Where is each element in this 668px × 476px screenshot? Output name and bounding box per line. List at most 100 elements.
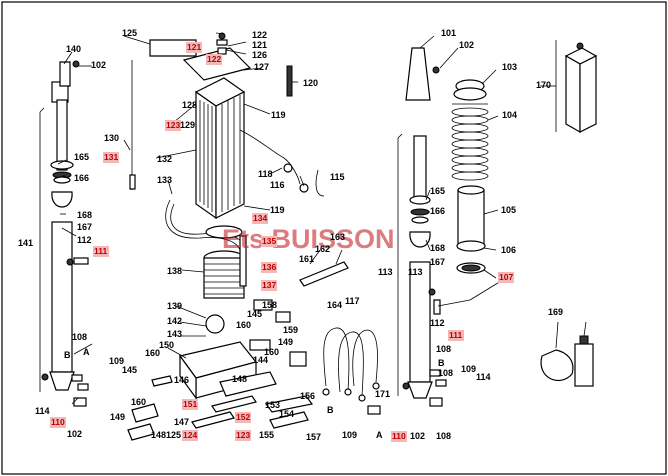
reservoir-reference: [565, 54, 581, 134]
callout-highlight: [448, 330, 464, 341]
part-callout: 160: [264, 347, 279, 357]
callout-highlight: [252, 213, 268, 224]
callout-highlight: [235, 412, 251, 423]
part-callout: 163: [330, 232, 345, 242]
part-callout: 104: [502, 110, 517, 120]
right-leg-assembly: [397, 47, 489, 407]
callout-highlight: [103, 152, 119, 163]
part-callout: 119: [270, 205, 285, 215]
part-callout: 139: [167, 301, 182, 311]
part-callout: 105: [501, 205, 516, 215]
part-callout: 112: [430, 318, 445, 328]
callout-highlight: [235, 430, 251, 441]
center-pump-assembly: [127, 32, 381, 441]
part-callout: 122: [207, 54, 221, 64]
part-callout: 166: [74, 173, 89, 183]
part-callout: 108: [436, 431, 451, 441]
part-callout: 152: [236, 412, 250, 422]
part-callout: 145: [247, 309, 262, 319]
part-callout: 156: [300, 391, 315, 401]
part-callout: 127: [254, 62, 269, 72]
part-callout: 164: [327, 300, 342, 310]
part-callout: 114: [476, 372, 491, 382]
part-callout: 110: [51, 417, 65, 427]
part-callout: 135: [262, 236, 276, 246]
part-callout: 140: [66, 44, 81, 54]
part-callout: 121: [252, 40, 267, 50]
pressure-regulator: [205, 314, 225, 334]
part-callout: B: [438, 358, 445, 368]
callout-highlight: [261, 280, 277, 291]
oil-bottle: [574, 343, 594, 387]
part-callout: B: [64, 350, 71, 360]
part-callout: 124: [183, 430, 197, 440]
right-leg-cylinder: [457, 189, 485, 245]
part-callout: 131: [104, 152, 118, 162]
part-callout: 137: [262, 280, 276, 290]
part-callout: 125: [122, 28, 137, 38]
pump-motor: [203, 257, 245, 299]
part-callout: 166: [430, 206, 445, 216]
callout-highlight: [498, 272, 514, 283]
part-callout: 102: [459, 40, 474, 50]
part-callout: 162: [315, 244, 330, 254]
part-callout: 112: [77, 235, 92, 245]
part-callout: 109: [109, 356, 124, 366]
part-callout: 165: [430, 186, 445, 196]
left-leg-assembly: [39, 60, 89, 407]
part-callout: 160: [131, 397, 146, 407]
part-callout: 147: [174, 417, 189, 427]
part-callout: 158: [262, 300, 277, 310]
part-callout: 102: [410, 431, 425, 441]
part-callout: B: [327, 405, 334, 415]
part-callout: 107: [499, 272, 513, 282]
part-callout: 143: [167, 329, 182, 339]
part-callout: 109: [342, 430, 357, 440]
part-callout: 129: [180, 120, 195, 130]
part-callout: 169: [548, 307, 563, 317]
part-callout: 136: [262, 262, 276, 272]
callout-highlight: [50, 417, 66, 428]
callout-highlight: [186, 42, 202, 53]
part-callout: 144: [253, 355, 268, 365]
part-callout: 109: [461, 364, 476, 374]
grease-bag: [540, 349, 574, 382]
part-callout: 160: [236, 320, 251, 330]
left-leg-rod: [56, 99, 68, 171]
part-callout: 123: [236, 430, 250, 440]
part-callout: 148: [151, 430, 166, 440]
part-callout: 128: [182, 100, 197, 110]
part-callout: 115: [330, 172, 345, 182]
part-callout: A: [376, 430, 383, 440]
part-callout: 138: [167, 266, 182, 276]
part-callout: A: [83, 347, 90, 357]
part-callout: 125: [166, 430, 181, 440]
callout-highlight: [93, 246, 109, 257]
part-callout: 149: [278, 337, 293, 347]
part-callout: 111: [94, 246, 108, 256]
part-callout: 159: [283, 325, 298, 335]
part-callout: 134: [253, 213, 267, 223]
left-leg-piston: [51, 191, 73, 208]
part-callout: 117: [345, 296, 360, 306]
part-callout: 168: [77, 210, 92, 220]
part-callout: 132: [157, 154, 172, 164]
part-callout: 171: [375, 389, 390, 399]
part-callout: 108: [436, 344, 451, 354]
part-callout: 168: [430, 243, 445, 253]
part-callout: 133: [157, 175, 172, 185]
watermark: Ets BUISSON: [222, 224, 395, 254]
part-callout: 157: [306, 432, 321, 442]
part-callout: 150: [159, 340, 174, 350]
part-callout: 160: [145, 348, 160, 358]
part-callout: 153: [265, 400, 280, 410]
part-callout: 123: [166, 120, 180, 130]
part-callout: 102: [67, 429, 82, 439]
callout-highlight: [261, 236, 277, 247]
right-leg-tube: [409, 261, 431, 383]
leader-lines: [57, 32, 587, 405]
callout-highlight: [206, 54, 222, 65]
part-callout: 170: [536, 80, 551, 90]
